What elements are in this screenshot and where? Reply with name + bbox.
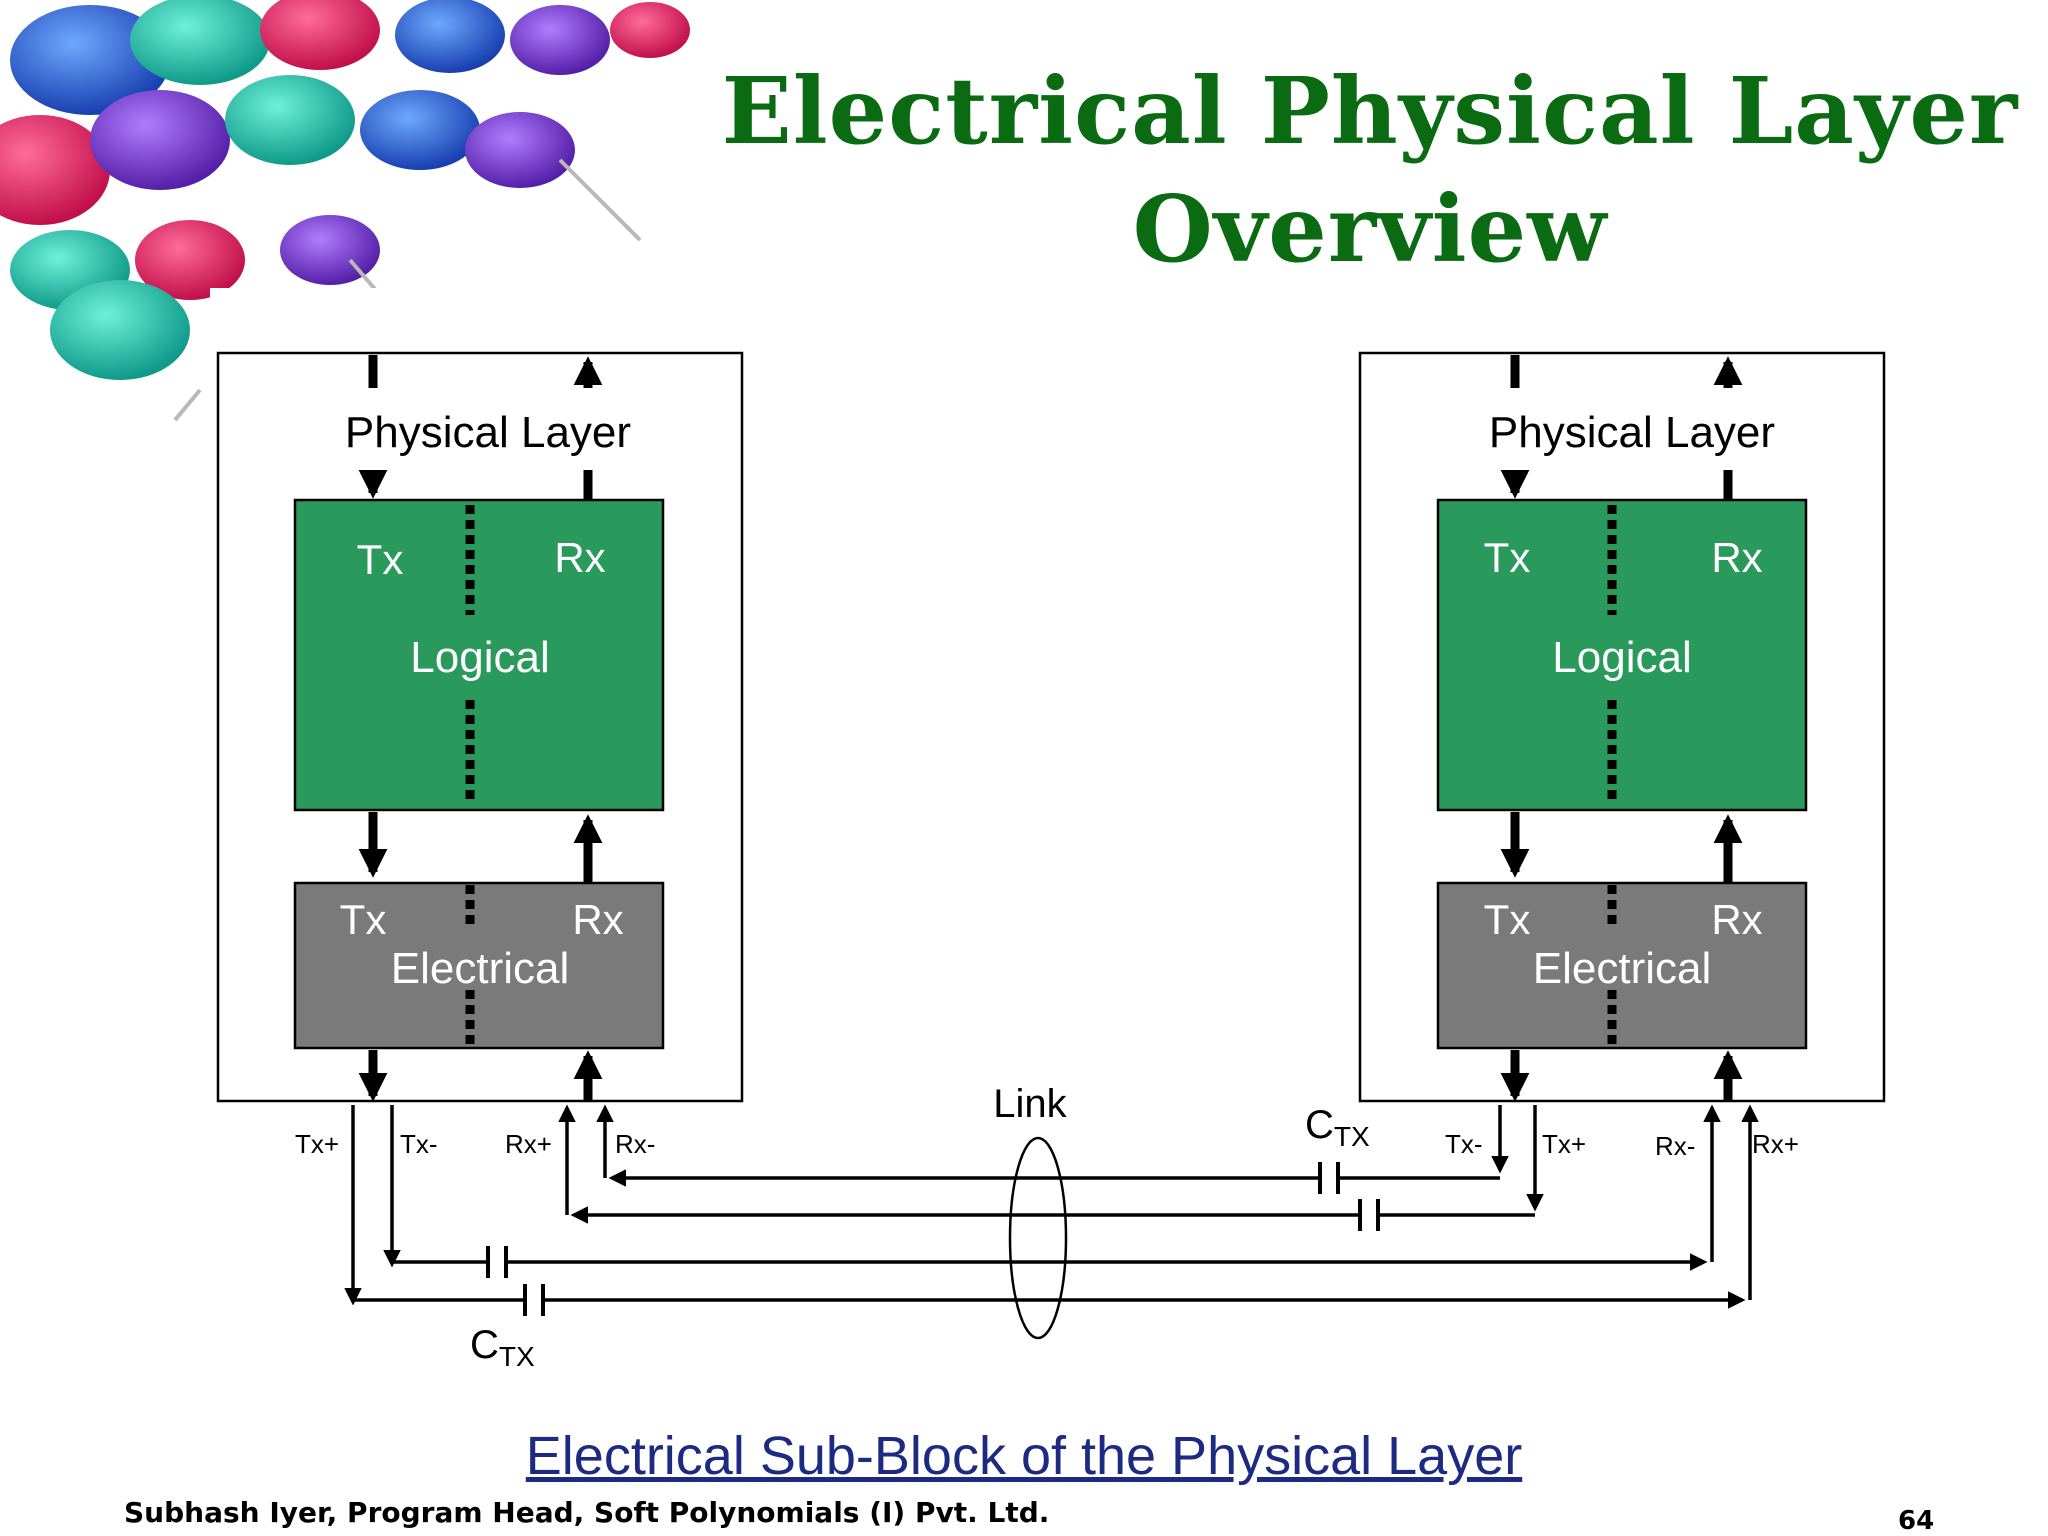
capacitor-left-2 xyxy=(523,1284,545,1316)
capacitor-left-1 xyxy=(486,1246,508,1278)
ctx-right-sub: TX xyxy=(1334,1121,1370,1152)
right-pin-tx-minus: Tx- xyxy=(1445,1129,1483,1159)
right-logical-label: Logical xyxy=(1552,633,1691,682)
link-ellipse xyxy=(1008,1136,1068,1340)
title-line-2: Overview xyxy=(1132,175,1608,283)
title-line-1: Electrical Physical Layer xyxy=(721,57,2019,165)
left-logical-label: Logical xyxy=(410,633,549,682)
right-logical-rx: Rx xyxy=(1711,534,1762,581)
left-electrical-label: Electrical xyxy=(391,944,570,993)
right-electrical-label: Electrical xyxy=(1533,944,1712,993)
right-pin-rx-minus: Rx- xyxy=(1655,1131,1695,1161)
capacitors xyxy=(486,1162,1380,1316)
right-pin-rx-plus: Rx+ xyxy=(1752,1129,1799,1159)
diagram-caption-link[interactable]: Electrical Sub-Block of the Physical Lay… xyxy=(525,1426,1523,1486)
capacitor-right-1 xyxy=(1318,1162,1340,1194)
left-logical-rx: Rx xyxy=(554,534,605,581)
ctx-left-c: C xyxy=(470,1323,499,1367)
right-device: Physical Layer Tx Rx Logical Tx Rx Elect… xyxy=(1358,351,1886,1161)
left-device: Physical Layer Tx Rx Logical Tx Rx Elect… xyxy=(216,351,744,1159)
page-number: 64 xyxy=(1898,1506,1935,1536)
capacitor-right-2 xyxy=(1358,1199,1380,1231)
ctx-label-left: CTX xyxy=(470,1323,535,1372)
left-physical-layer-label: Physical Layer xyxy=(345,408,631,457)
left-logical-tx: Tx xyxy=(357,536,404,583)
right-electrical-block xyxy=(1436,881,1808,1050)
left-logical-block xyxy=(293,498,665,812)
left-electrical-rx: Rx xyxy=(572,896,623,943)
left-electrical-tx: Tx xyxy=(340,896,387,943)
left-electrical-block xyxy=(293,881,665,1050)
link-wiring xyxy=(344,1104,1759,1309)
right-electrical-rx: Rx xyxy=(1711,896,1762,943)
right-physical-layer-label: Physical Layer xyxy=(1489,408,1775,457)
ctx-left-sub: TX xyxy=(499,1341,535,1372)
physical-layer-diagram: Physical Layer Tx Rx Logical Tx Rx Elect… xyxy=(210,288,1930,1388)
ctx-label-right: CTX xyxy=(1305,1103,1370,1152)
left-pin-rx-plus: Rx+ xyxy=(505,1129,552,1159)
slide-title: Electrical Physical Layer Overview xyxy=(700,52,2040,288)
left-pin-tx-plus: Tx+ xyxy=(295,1129,339,1159)
right-logical-block xyxy=(1436,498,1808,812)
footer-author: Subhash Iyer, Program Head, Soft Polynom… xyxy=(124,1496,1050,1529)
right-pin-tx-plus: Tx+ xyxy=(1542,1129,1586,1159)
left-pin-rx-minus: Rx- xyxy=(615,1129,655,1159)
ctx-right-c: C xyxy=(1305,1103,1334,1147)
link-label: Link xyxy=(993,1082,1067,1126)
right-logical-tx: Tx xyxy=(1484,534,1531,581)
push-pins-decoration xyxy=(0,0,720,460)
right-electrical-tx: Tx xyxy=(1484,896,1531,943)
left-pin-tx-minus: Tx- xyxy=(400,1129,438,1159)
